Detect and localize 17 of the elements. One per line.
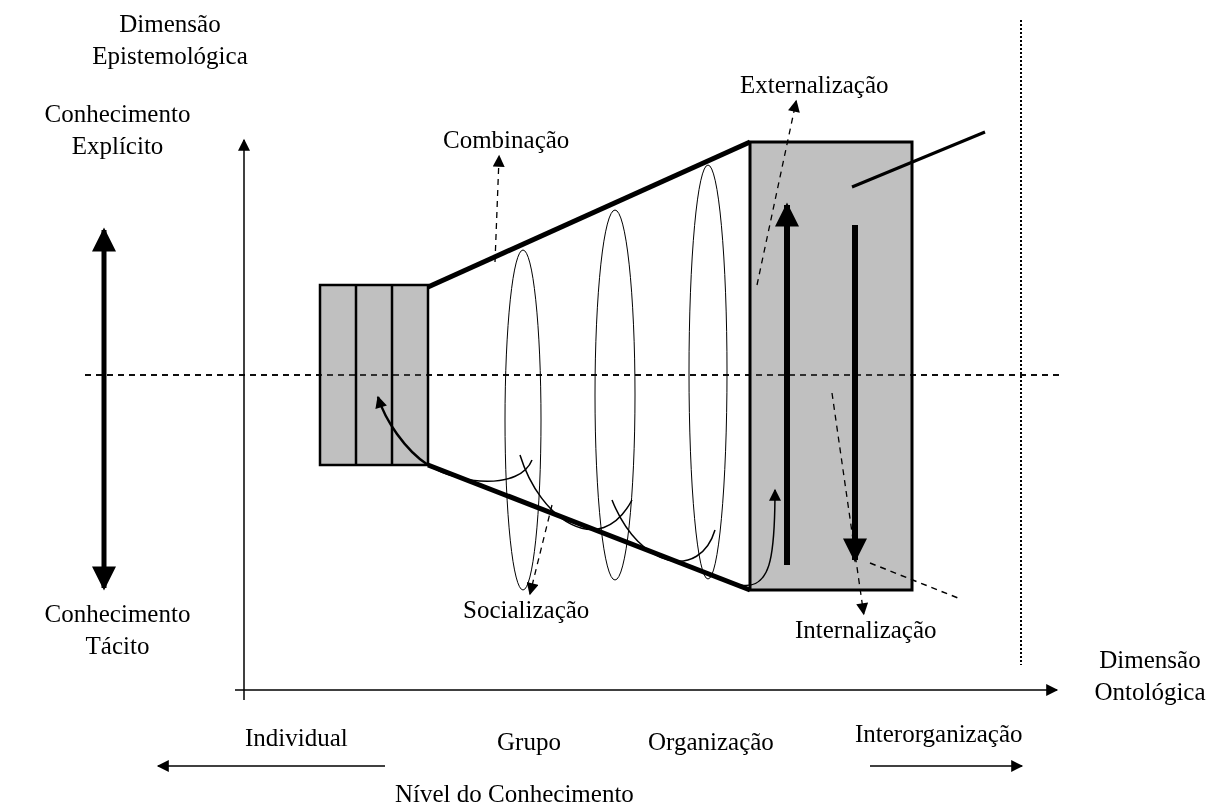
leader-arrow xyxy=(756,99,800,286)
axis-label: Conhecimento Tácito xyxy=(43,599,192,661)
axis-label: Dimensão Epistemológica xyxy=(91,9,249,71)
axis-title: Nível do Conhecimento xyxy=(395,779,634,809)
level-label: Grupo xyxy=(497,727,561,757)
mode-label: Combinação xyxy=(443,124,570,156)
level-label: Organização xyxy=(648,727,774,757)
axis-label: Conhecimento Explícito xyxy=(43,99,192,161)
axis-label: Dimensão Ontológica xyxy=(1093,645,1207,707)
level-label: Individual xyxy=(245,723,348,753)
mode-label: Externalização xyxy=(740,69,889,101)
mode-label: Socialização xyxy=(463,594,590,626)
mode-label: Internalização xyxy=(795,614,937,646)
leader-arrow xyxy=(492,154,505,263)
level-label: Interorganização xyxy=(855,719,1023,749)
leader-arrow xyxy=(831,392,869,616)
leader-arrow xyxy=(526,504,553,596)
